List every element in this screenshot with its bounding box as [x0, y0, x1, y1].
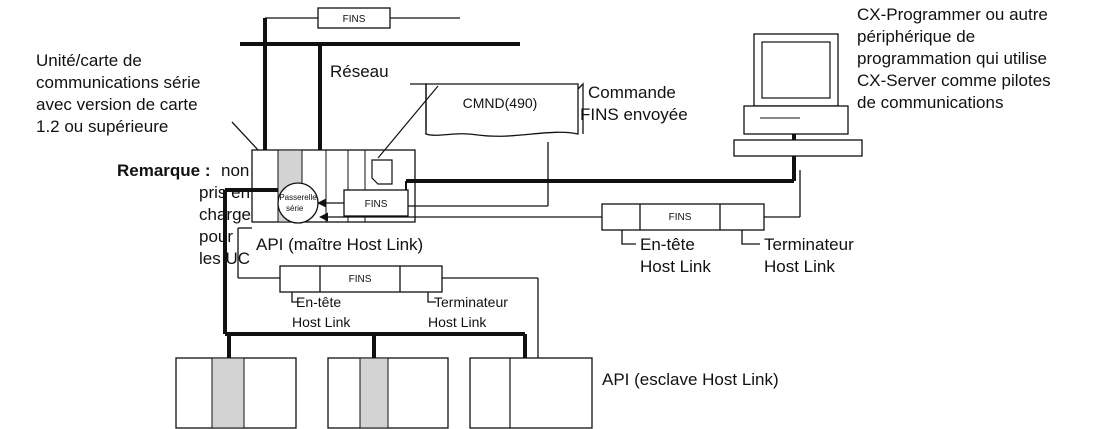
cmnd-pointer-line	[377, 85, 439, 159]
cx-desc-line-2: périphérique de	[857, 27, 975, 46]
plc-slave-2	[327, 357, 449, 429]
bracket-entete-bottom	[291, 292, 300, 303]
entete-right-line-1: En-tête	[640, 235, 695, 254]
unit-desc-line-3: avec version de carte	[36, 95, 198, 114]
cx-desc-line-3: programmation qui utilise	[857, 49, 1047, 68]
passerelle-line-1: Passerelle	[279, 193, 317, 202]
remarque-key: Remarque :	[117, 161, 211, 180]
fins-bottom-label: FINS	[349, 274, 372, 285]
remarque-line-1: non	[221, 161, 249, 180]
plc-slave-1	[175, 357, 297, 429]
host-link-frame-bottom: FINS	[279, 265, 443, 293]
cmnd-label: CMND(490)	[463, 95, 538, 111]
pc-computer-icon	[733, 33, 863, 157]
unit-desc-line-1: Unité/carte de	[36, 51, 142, 70]
entete-bottom-line-2: Host Link	[292, 314, 351, 330]
plc-slave-3	[469, 357, 593, 429]
commande-line-1: Commande	[588, 83, 676, 102]
host-link-frame-right: FINS	[601, 203, 765, 231]
bracket-terminateur-right	[741, 230, 760, 245]
api-slave-label: API (esclave Host Link)	[602, 370, 779, 389]
fins-frame-top: FINS	[317, 7, 391, 29]
terminateur-right-line-2: Host Link	[764, 257, 835, 276]
commande-line-2: FINS envoyée	[580, 105, 688, 124]
cx-desc-line-4: CX-Server comme pilotes	[857, 71, 1051, 90]
reseau-label: Réseau	[330, 62, 389, 81]
fins-cpu-label: FINS	[365, 199, 388, 210]
unit-desc-line-2: communications série	[36, 73, 200, 92]
fins-top-label: FINS	[343, 14, 366, 25]
remarque-line-4: pour	[199, 227, 233, 246]
fins-right-label: FINS	[669, 212, 692, 223]
passerelle-line-2: série	[286, 204, 304, 213]
entete-bottom-line-1: En-tête	[296, 294, 341, 310]
cx-desc-line-1: CX-Programmer ou autre	[857, 5, 1048, 24]
cmnd-document: CMND(490)	[410, 82, 584, 137]
terminateur-right-line-1: Terminateur	[764, 235, 854, 254]
cpu-small-doc-icon	[371, 159, 393, 185]
bracket-entete-right	[621, 230, 636, 245]
fins-frame-cpu: FINS	[343, 189, 409, 217]
api-master-label: API (maître Host Link)	[256, 235, 423, 254]
entete-right-line-2: Host Link	[640, 257, 711, 276]
bracket-terminateur-bottom	[427, 292, 436, 303]
cx-desc-line-5: de communications	[857, 93, 1003, 112]
passerelle-serie: Passerelle série	[277, 182, 319, 224]
terminateur-bottom-line-2: Host Link	[428, 314, 487, 330]
terminateur-bottom-line-1: Terminateur	[434, 294, 508, 310]
unit-desc-line-4: 1.2 ou supérieure	[36, 117, 168, 136]
